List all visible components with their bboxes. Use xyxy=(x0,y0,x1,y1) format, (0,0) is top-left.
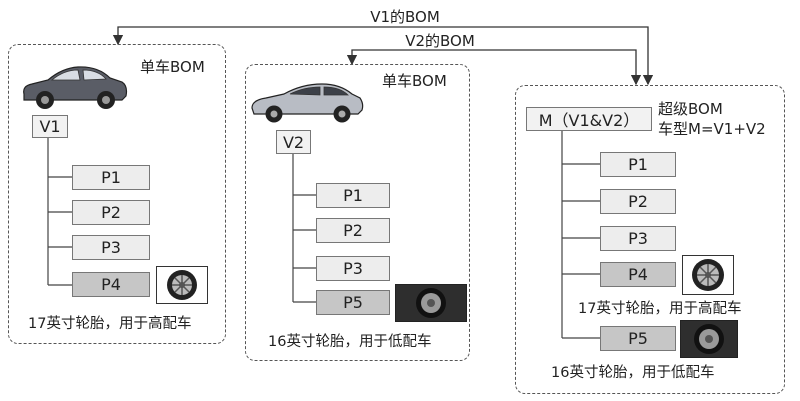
part-node-p3: P3 xyxy=(316,256,390,281)
part-node-p1: P1 xyxy=(72,165,150,190)
tree-lines-m xyxy=(561,130,600,339)
part-node-p5: P5 xyxy=(600,326,676,351)
car-icon xyxy=(23,66,128,109)
root-node-v1: V1 xyxy=(32,115,68,138)
root-node-m: M（V1&V2） xyxy=(526,107,652,131)
part-node-p3: P3 xyxy=(600,226,676,251)
part-node-p2: P2 xyxy=(316,218,390,243)
root-node-v2: V2 xyxy=(276,130,311,154)
caption-p4: 17英寸轮胎，用于高配车 xyxy=(28,316,192,332)
v2-bom-label: V2的BOM xyxy=(405,32,475,50)
single-bom-panel-v2 xyxy=(245,64,470,361)
wheel-16-icon xyxy=(395,284,467,322)
part-node-p2: P2 xyxy=(72,200,150,225)
wheel-17-icon xyxy=(156,266,208,304)
panel-title: 单车BOM xyxy=(382,72,447,90)
v1-bom-arrow xyxy=(112,26,654,86)
part-node-p1: P1 xyxy=(600,152,676,177)
part-node-p5: P5 xyxy=(316,290,390,315)
wheel-17-icon xyxy=(682,255,734,295)
part-node-p3: P3 xyxy=(72,235,150,260)
tree-lines-v1 xyxy=(47,138,72,286)
panel-title: 单车BOM xyxy=(140,58,205,76)
part-node-p1: P1 xyxy=(316,183,390,208)
caption-p5: 16英寸轮胎，用于低配车 xyxy=(268,334,432,350)
single-bom-panel-v1 xyxy=(8,44,226,344)
super-bom-panel xyxy=(515,85,785,394)
caption-p5: 16英寸轮胎，用于低配车 xyxy=(551,365,715,381)
v1-bom-label: V1的BOM xyxy=(370,8,440,26)
part-node-p2: P2 xyxy=(600,189,676,214)
super-bom-title: 超级BOM xyxy=(658,100,723,118)
super-bom-subtitle: 车型M=V1+V2 xyxy=(658,120,766,138)
tree-lines-v2 xyxy=(292,154,316,303)
car-icon xyxy=(251,83,364,123)
part-node-p4: P4 xyxy=(600,262,676,287)
wheel-16-icon xyxy=(680,320,738,358)
caption-p4: 17英寸轮胎，用于高配车 xyxy=(578,301,742,317)
v2-bom-arrow xyxy=(346,49,642,86)
part-node-p4: P4 xyxy=(72,272,150,297)
